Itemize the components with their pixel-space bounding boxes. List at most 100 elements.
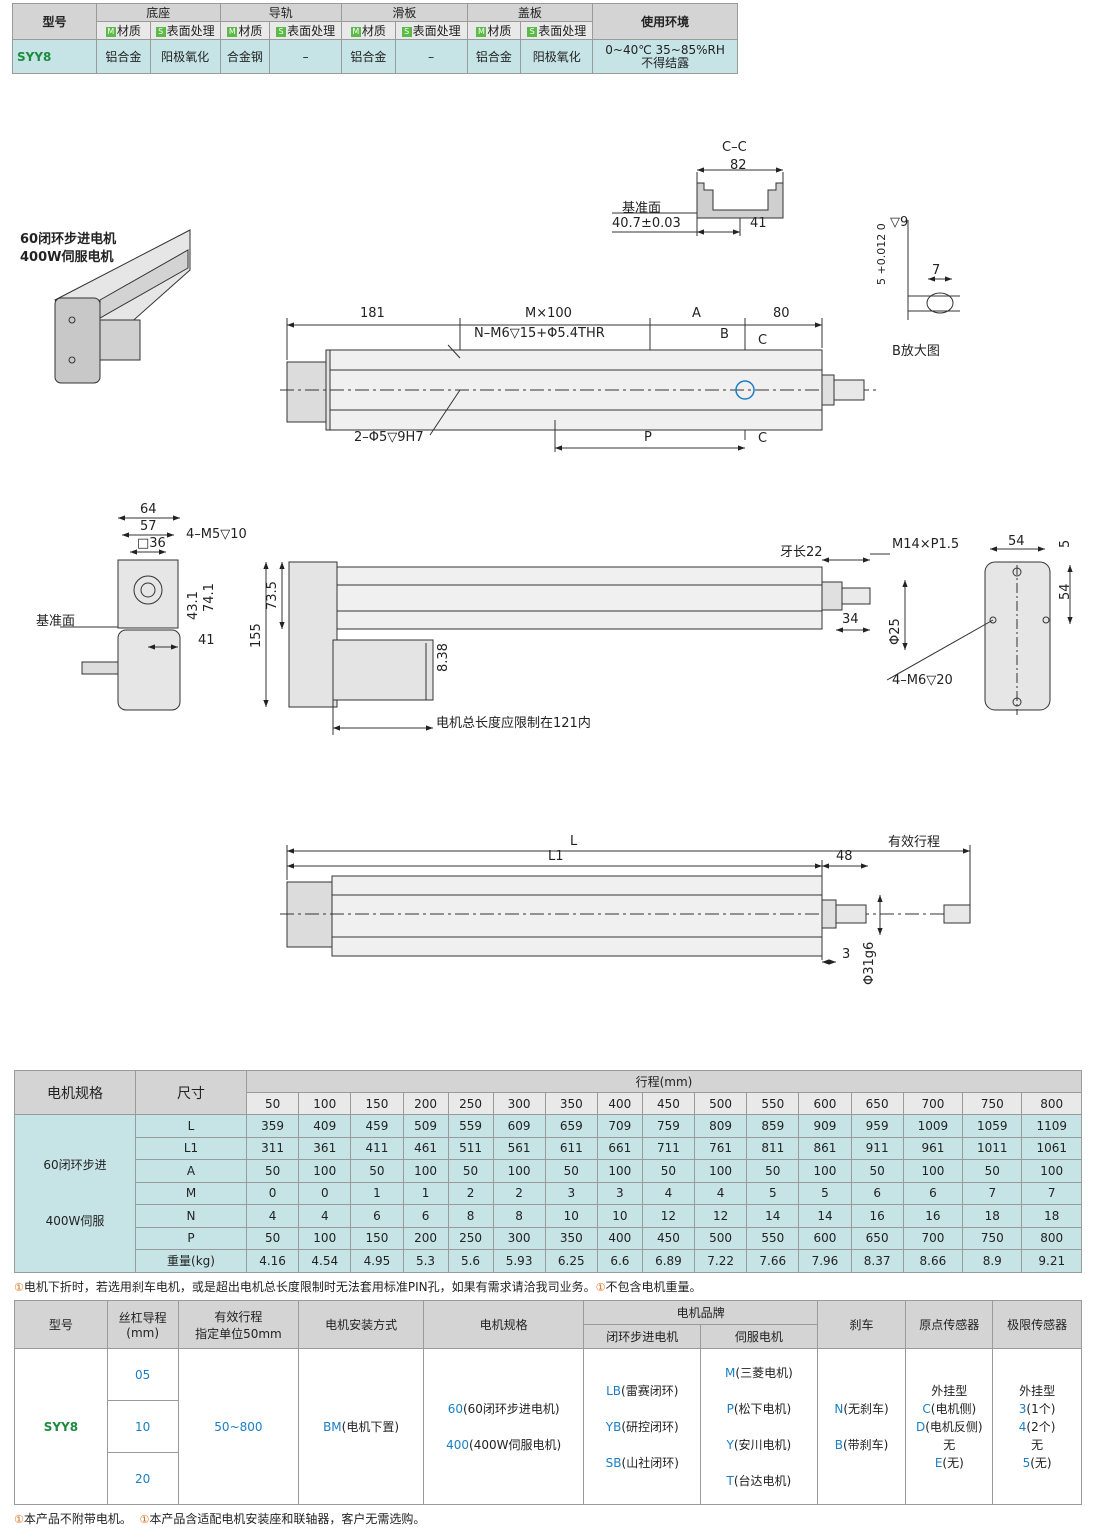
spec-cell: 100: [402, 1159, 449, 1183]
slider-surface: –: [394, 39, 468, 74]
spec-cell: 100: [1021, 1159, 1082, 1183]
info-icon: ①: [595, 1281, 606, 1294]
rail-material: 合金钢: [219, 39, 271, 74]
spec-cell: 550: [746, 1226, 800, 1250]
spec-cell: 800: [1021, 1226, 1082, 1250]
spec-cell: 6: [850, 1181, 904, 1205]
dim-64: 64: [140, 502, 157, 517]
dim-41b: 41: [198, 633, 215, 648]
order-servo-brands: M(三菱电机) P(松下电机) Y(安川电机) T(台达电机): [700, 1348, 818, 1505]
spec-cell: 961: [902, 1136, 964, 1160]
spec-cell: 4.95: [350, 1249, 404, 1273]
spec-cell: 10: [596, 1204, 643, 1228]
order-h-spec: 电机规格: [422, 1300, 585, 1349]
section-label: C–C: [722, 140, 747, 155]
order-h-servo: 伺服电机: [700, 1324, 818, 1349]
stroke-header: 100: [298, 1092, 352, 1115]
spec-cell: 150: [350, 1226, 404, 1250]
detail-b-label: B放大图: [892, 344, 940, 359]
stroke-header: 650: [850, 1092, 904, 1115]
cover-surface: 阳极氧化: [520, 39, 594, 74]
spec-cell: 8.37: [850, 1249, 904, 1273]
spec-cell: 809: [694, 1114, 748, 1138]
spec-cell: 50: [641, 1159, 696, 1183]
pins-label: 2–Φ5▽9H7: [354, 430, 424, 445]
dim-tolerance: 5 +0.012 0: [875, 223, 888, 285]
spec-cell: 609: [492, 1114, 546, 1138]
spec-cell: 4: [245, 1204, 300, 1228]
dim-41: 41: [750, 216, 767, 231]
technical-drawing: [54, 167, 1073, 965]
spec-cell: 459: [350, 1114, 404, 1138]
hdr-rail: 导轨: [219, 3, 343, 22]
order-h-origin: 原点传感器: [905, 1300, 994, 1349]
spec-cell: 711: [641, 1136, 696, 1160]
stroke-header: 750: [962, 1092, 1023, 1115]
spec-cell: 959: [850, 1114, 904, 1138]
spec-cell: 50: [544, 1159, 598, 1183]
m14-label: M14×P1.5: [892, 537, 960, 552]
spec-cell: 6.89: [641, 1249, 696, 1273]
spec-cell: 4.54: [298, 1249, 352, 1273]
stroke-label: 有效行程: [888, 835, 941, 850]
order-lead-20: 20: [106, 1452, 179, 1505]
spec-cell: 361: [298, 1136, 352, 1160]
spec-cell: 50: [962, 1159, 1023, 1183]
spec-cell: 100: [298, 1226, 352, 1250]
spec-cell: 0: [298, 1181, 352, 1205]
spec-cell: 709: [596, 1114, 643, 1138]
spec-cell: 461: [402, 1136, 449, 1160]
spec-cell: 0: [245, 1181, 300, 1205]
datum-label: 基准面: [622, 201, 662, 216]
spec-cell: 511: [447, 1136, 494, 1160]
order-brake: N(无刹车) B(带刹车): [816, 1348, 907, 1505]
info-icon: ①: [14, 1513, 24, 1526]
spec-cell: 5: [798, 1181, 852, 1205]
spec-cell: 5.3: [402, 1249, 449, 1273]
dim-43-1: 43.1: [186, 591, 201, 620]
spec-cell: 311: [245, 1136, 300, 1160]
spec-cell: 8: [492, 1204, 546, 1228]
stroke-header: 200: [402, 1092, 449, 1115]
spec-cell: 450: [641, 1226, 696, 1250]
spec-cell: 4: [298, 1204, 352, 1228]
hdr-env: 使用环境: [592, 3, 738, 40]
order-spec: 60(60闭环步进电机) 400(400W伺服电机): [422, 1348, 585, 1505]
stroke-header: 550: [746, 1092, 800, 1115]
spec-row-label: 重量(kg): [135, 1249, 247, 1273]
motor-label-1: 60闭环步进电机: [20, 232, 117, 247]
spec-cell: 5.6: [447, 1249, 494, 1273]
spec-cell: 50: [245, 1159, 300, 1183]
spec-cell: 750: [962, 1226, 1023, 1250]
dim-a: A: [692, 306, 701, 321]
stroke-header: 600: [798, 1092, 852, 1115]
spec-cell: 100: [902, 1159, 964, 1183]
dim-34: 34: [842, 612, 859, 627]
spec-cell: 4: [641, 1181, 696, 1205]
m5-label: 4–M5▽10: [186, 527, 247, 542]
spec-cell: 9.21: [1021, 1249, 1082, 1273]
order-note: ①本产品不附带电机。 ①本产品含适配电机安装座和联轴器，客户无需选购。: [14, 1512, 426, 1526]
m6-label: 4–M6▽20: [892, 673, 953, 688]
dim-48: 48: [836, 849, 853, 864]
dim-8-38: 8.38: [436, 643, 451, 672]
stroke-header: 400: [596, 1092, 643, 1115]
spec-cell: 1059: [962, 1114, 1023, 1138]
stroke-header: 350: [544, 1092, 598, 1115]
detail-b: [907, 220, 960, 320]
spec-cell: 6: [350, 1204, 404, 1228]
dim-54: 54: [1008, 534, 1025, 549]
spec-cell: 7: [962, 1181, 1023, 1205]
spec-cell: 14: [746, 1204, 800, 1228]
dim-phi-31: Φ31g6: [862, 941, 877, 985]
spec-cell: 12: [694, 1204, 748, 1228]
spec-row-label: L1: [135, 1136, 247, 1160]
hdr-cover: 盖板: [466, 3, 594, 22]
